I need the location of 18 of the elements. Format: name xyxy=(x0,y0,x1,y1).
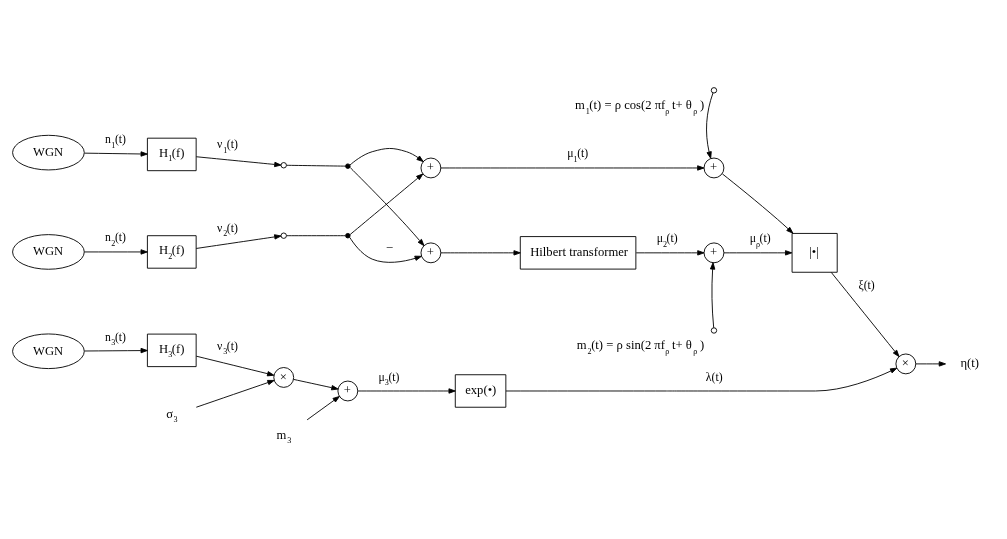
node-label: m$_{2}$(t) = ρ sin(2 πf$_{ρ}$ t+ θ$_{ρ}$ ) xyxy=(576,337,705,356)
edge-label: ν$_{3}$(t) xyxy=(216,339,238,356)
edge-label: μ$_{ρ}$(t) xyxy=(749,231,771,249)
edge-label: ν$_{2}$(t) xyxy=(216,221,238,238)
node-text: η(t) xyxy=(960,355,979,370)
node-text: σ$_{3}$ xyxy=(166,406,178,424)
edge-label: μ$_{1}$(t) xyxy=(567,147,589,164)
edge-label: λ(t) xyxy=(705,370,723,384)
node-text: m$_{3}$ xyxy=(276,427,292,445)
edge-label: μ$_{3}$(t) xyxy=(378,370,400,387)
node-label: m$_{1}$(t) = ρ cos(2 πf$_{ρ}$ t+ θ$_{ρ}$ ) xyxy=(574,97,705,116)
edge-label: μ$_{2}$(t) xyxy=(656,231,678,249)
edge-label: n$_{3}$(t) xyxy=(104,330,126,347)
edge-label: ξ(t) xyxy=(858,278,875,292)
edge-label: n$_{2}$(t) xyxy=(104,230,126,248)
edge-label: ν$_{1}$(t) xyxy=(216,137,238,155)
edge-label: – xyxy=(386,239,393,253)
edge-label: n$_{1}$(t) xyxy=(104,132,126,150)
